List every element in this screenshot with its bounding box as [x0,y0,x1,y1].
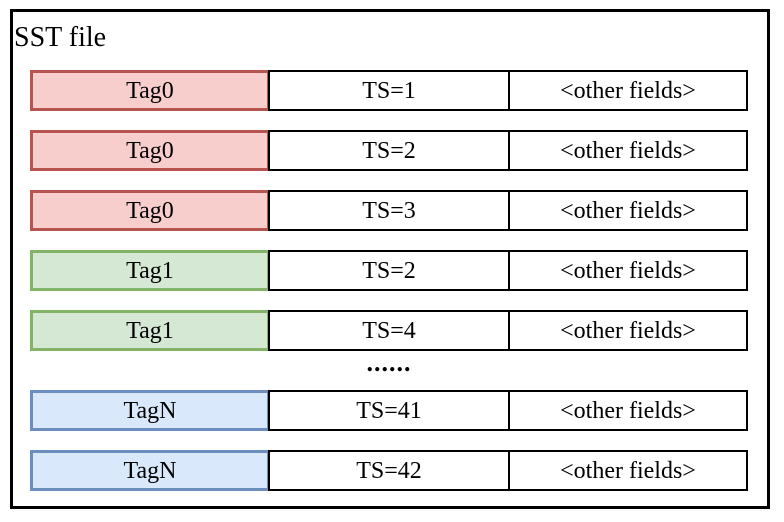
other-fields-cell: <other fields> [508,450,748,491]
tag-cell: Tag1 [30,250,270,291]
other-fields-cell: <other fields> [508,130,748,171]
other-fields-cell: <other fields> [508,390,748,431]
other-fields-cell: <other fields> [508,310,748,351]
tag-cell: TagN [30,450,270,491]
record-row: Tag0 TS=2 <other fields> [30,130,748,171]
tag-cell: TagN [30,390,270,431]
tag-cell: Tag0 [30,130,270,171]
record-row: Tag0 TS=1 <other fields> [30,70,748,111]
other-fields-cell: <other fields> [508,190,748,231]
record-row: Tag1 TS=4 <other fields> [30,310,748,351]
tag-cell: Tag0 [30,190,270,231]
record-row: TagN TS=41 <other fields> [30,390,748,431]
timestamp-cell: TS=42 [268,450,510,491]
timestamp-cell: TS=2 [268,130,510,171]
tag-cell: Tag0 [30,70,270,111]
timestamp-cell: TS=41 [268,390,510,431]
record-row: Tag0 TS=3 <other fields> [30,190,748,231]
timestamp-cell: TS=3 [268,190,510,231]
other-fields-cell: <other fields> [508,250,748,291]
ellipsis-label: ...... [366,348,412,377]
diagram-title: SST file [14,22,107,53]
timestamp-cell: TS=1 [268,70,510,111]
tag-cell: Tag1 [30,310,270,351]
timestamp-cell: TS=2 [268,250,510,291]
record-row: Tag1 TS=2 <other fields> [30,250,748,291]
other-fields-cell: <other fields> [508,70,748,111]
sst-file-frame: SST file Tag0 TS=1 <other fields> Tag0 T… [10,9,770,509]
timestamp-cell: TS=4 [268,310,510,351]
record-row: TagN TS=42 <other fields> [30,450,748,491]
